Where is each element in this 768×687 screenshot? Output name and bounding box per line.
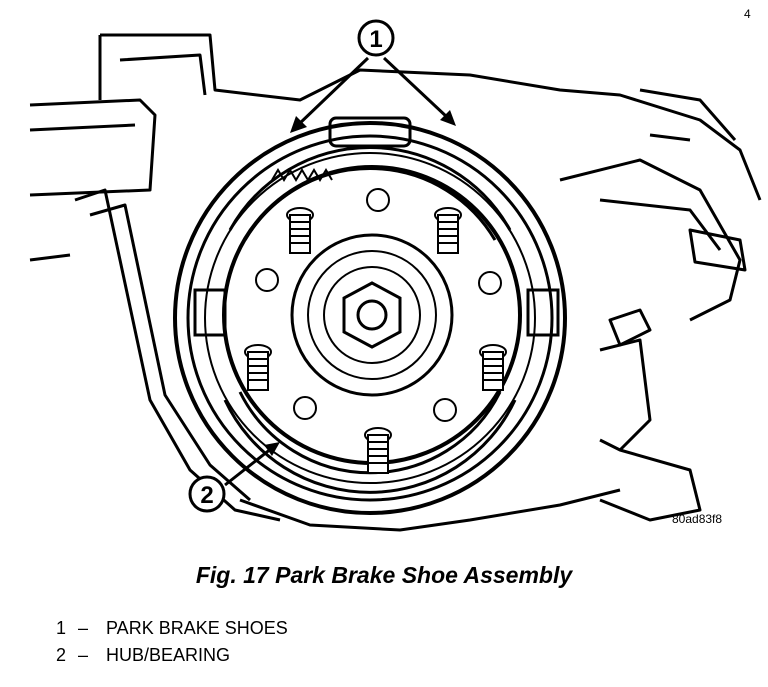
wheel-stud bbox=[364, 427, 392, 474]
callout-1-number: 1 bbox=[369, 26, 382, 53]
legend-label: PARK BRAKE SHOES bbox=[106, 618, 288, 638]
callout-2: 2 bbox=[188, 442, 280, 513]
figure-caption: Fig. 17 Park Brake Shoe Assembly bbox=[195, 562, 573, 588]
corner-mark: 4 bbox=[744, 7, 751, 21]
hub-flange bbox=[222, 165, 522, 465]
image-code: 80ad83f8 bbox=[672, 512, 722, 526]
suspension-structure bbox=[29, 33, 762, 532]
wheel-stud bbox=[286, 207, 314, 254]
legend-number: 1 bbox=[56, 618, 67, 638]
legend-label: HUB/BEARING bbox=[106, 645, 231, 665]
brake-assembly-illustration: 1 2 80ad83f8 4 bbox=[29, 7, 762, 532]
legend-separator: – bbox=[78, 645, 89, 665]
legend-separator: – bbox=[78, 618, 89, 638]
callout-1: 1 bbox=[290, 19, 456, 133]
wheel-stud bbox=[244, 344, 272, 391]
legend: 1–PARK BRAKE SHOES 2–HUB/BEARING bbox=[36, 597, 288, 665]
wheel-stud bbox=[479, 344, 507, 391]
lug-holes bbox=[255, 188, 502, 422]
brake-backing-plate bbox=[173, 121, 567, 515]
legend-number: 2 bbox=[56, 645, 67, 665]
wheel-studs bbox=[244, 207, 507, 474]
wheel-stud bbox=[434, 207, 462, 254]
callout-2-number: 2 bbox=[200, 482, 213, 509]
legend-item: 1–PARK BRAKE SHOES bbox=[36, 597, 288, 638]
